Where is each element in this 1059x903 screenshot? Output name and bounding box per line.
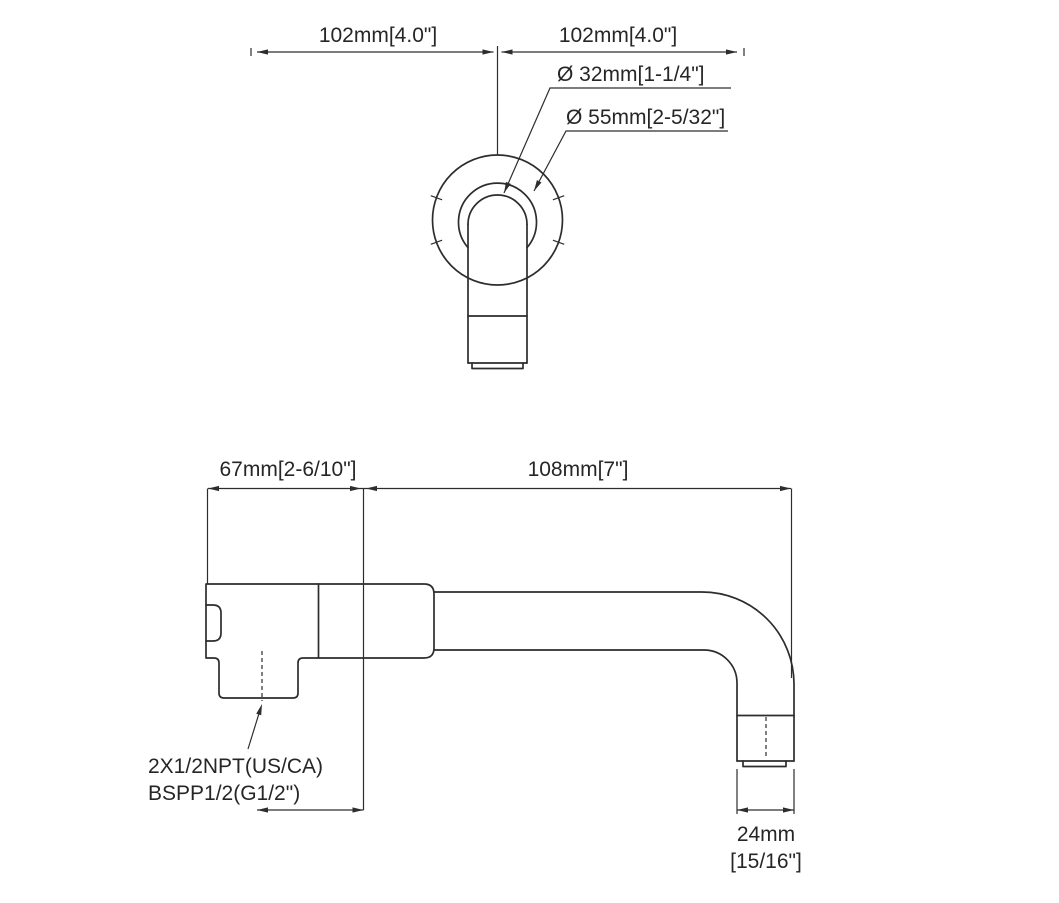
- arrowhead: [208, 485, 219, 492]
- front-view: 102mm[4.0"] 102mm[4.0"] Ø 32mm[1-1/4": [250, 24, 745, 370]
- aerator-tip-cap: [742, 760, 787, 768]
- dim-label-102-left: 102mm[4.0"]: [319, 24, 437, 47]
- dim-label-67: 67mm[2-6/10"]: [219, 458, 356, 481]
- arrowhead: [501, 49, 513, 55]
- arrowhead: [257, 807, 268, 813]
- thread-spec: 2X1/2NPT(US/CA) BSPP1/2(G1/2"): [148, 704, 323, 805]
- leader-dia-55: Ø 55mm[2-5/32"]: [533, 106, 728, 192]
- arrowhead: [256, 704, 262, 716]
- arrowhead: [726, 49, 737, 55]
- dim-label-102-right: 102mm[4.0"]: [559, 24, 677, 47]
- dim-label-108: 108mm[7"]: [528, 458, 629, 481]
- spout-inner-contour: [433, 649, 738, 762]
- spout-tube-top-arc: [467, 194, 528, 226]
- label-dia-32: Ø 32mm[1-1/4"]: [557, 63, 705, 86]
- flange-circle-55mm: [457, 182, 538, 249]
- circle-tick: [552, 195, 565, 201]
- leader-dia-32: Ø 32mm[1-1/4"]: [503, 63, 731, 194]
- circle-tick: [552, 239, 565, 245]
- arrowhead: [737, 807, 748, 813]
- side-top-dimension: 67mm[2-6/10"] 108mm[7"]: [206, 458, 793, 810]
- body-outline: [205, 583, 435, 699]
- leader-line: [533, 130, 728, 192]
- arrowhead: [780, 485, 791, 492]
- front-width-dimension: 102mm[4.0"] 102mm[4.0"]: [250, 24, 745, 155]
- spout-outer-contour: [433, 591, 795, 762]
- arrowhead: [350, 485, 361, 492]
- side-body-outline: [205, 583, 435, 701]
- arrowhead: [257, 49, 268, 55]
- dim-label-15-16: [15/16"]: [730, 850, 802, 873]
- arrowhead: [534, 180, 542, 191]
- arrowhead: [783, 807, 794, 813]
- side-spout-outline: [433, 591, 795, 768]
- arrowhead: [482, 49, 494, 55]
- spout-tip-cap: [471, 362, 524, 370]
- front-spout-outline: [430, 154, 565, 370]
- arrowhead: [504, 181, 511, 193]
- escutcheon-outer-circle: [431, 154, 564, 286]
- body-left-tab: [205, 604, 222, 642]
- tip-dimension: 24mm [15/16"]: [730, 769, 802, 873]
- arrowhead: [352, 807, 364, 813]
- circle-tick: [430, 239, 443, 245]
- thread-spec-line1: 2X1/2NPT(US/CA): [148, 755, 323, 778]
- label-dia-55: Ø 55mm[2-5/32"]: [566, 106, 725, 129]
- inlet-offset-dimension: [257, 807, 364, 813]
- side-view: 67mm[2-6/10"] 108mm[7"] 24mm: [148, 458, 802, 873]
- thread-spec-line2: BSPP1/2(G1/2"): [148, 782, 300, 805]
- leader-line: [503, 87, 731, 194]
- dim-label-24mm: 24mm: [737, 823, 795, 846]
- arrowhead: [366, 485, 377, 492]
- circle-tick: [430, 195, 443, 201]
